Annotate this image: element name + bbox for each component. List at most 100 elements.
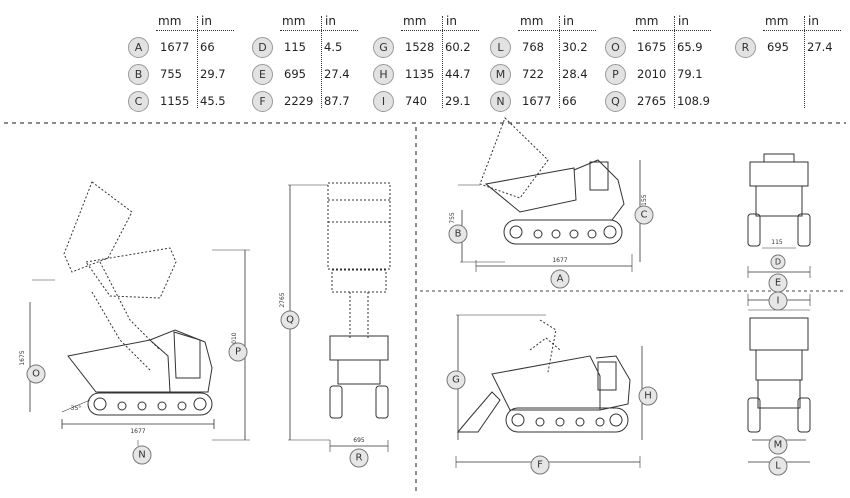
in-header: in <box>678 14 689 28</box>
dim-callout-h <box>638 386 658 406</box>
in-value: 30.2 <box>562 40 588 54</box>
in-value: 27.4 <box>807 40 833 54</box>
column-divider <box>321 16 322 108</box>
dim-callout-g <box>446 370 466 390</box>
mm-value: 740 <box>405 94 427 108</box>
dim-label-p: P <box>235 347 241 358</box>
dim-label-i: I <box>777 296 780 307</box>
dimension-letter-badge: D <box>252 37 273 58</box>
in-header: in <box>201 14 212 28</box>
dim-label-a: A <box>557 274 564 285</box>
mm-header: mm <box>403 14 427 28</box>
in-header: in <box>325 14 336 28</box>
dim-callout-q <box>280 310 300 330</box>
column-divider <box>674 16 675 108</box>
dim-label-g: G <box>452 375 460 386</box>
p-small-value: 2010 <box>231 332 238 347</box>
dim-callout-o <box>26 364 46 384</box>
o-small-value: 1675 <box>19 350 26 365</box>
mm-header: mm <box>282 14 306 28</box>
mm-value: 115 <box>284 40 306 54</box>
dimension-letter-badge: M <box>490 64 511 85</box>
mm-value: 695 <box>767 40 789 54</box>
mm-header: mm <box>158 14 182 28</box>
mm-value: 755 <box>160 67 182 81</box>
dimension-row: B 755 29.7 <box>128 64 238 86</box>
dim-label-q: Q <box>286 315 294 326</box>
dimension-row: P 2010 79.1 <box>605 64 715 86</box>
dimension-letter-badge: L <box>490 37 511 58</box>
side-view-tipping <box>458 117 641 272</box>
in-value: 45.5 <box>200 94 226 108</box>
dim-callout-p <box>228 342 248 362</box>
n-small-value: 1677 <box>130 428 145 435</box>
in-value: 28.4 <box>562 67 588 81</box>
dimension-row: O 1675 65.9 <box>605 37 715 59</box>
mm-value: 1677 <box>522 94 552 108</box>
dim-label-r: R <box>356 453 363 464</box>
dimension-row: H 1135 44.7 <box>373 64 483 86</box>
dimension-letter-badge: P <box>605 64 626 85</box>
in-value: 87.7 <box>324 94 350 108</box>
in-header: in <box>446 14 457 28</box>
b-small-value: 755 <box>449 212 456 224</box>
dimension-letter-badge: O <box>605 37 626 58</box>
in-value: 29.7 <box>200 67 226 81</box>
column-divider <box>442 16 443 108</box>
dim-label-o: O <box>32 369 40 380</box>
in-value: 44.7 <box>445 67 471 81</box>
dim-label-m: M <box>774 440 783 451</box>
header-divider <box>633 30 711 31</box>
in-value: 79.1 <box>677 67 703 81</box>
dim-callout-i <box>768 291 788 311</box>
mm-header: mm <box>520 14 544 28</box>
mm-value: 1677 <box>160 40 190 54</box>
dimension-letter-badge: I <box>373 91 394 112</box>
mm-value: 695 <box>284 67 306 81</box>
mm-value: 2229 <box>284 94 314 108</box>
header-divider <box>518 30 596 31</box>
mm-value: 2010 <box>637 67 667 81</box>
c-small-value: 1155 <box>641 194 648 209</box>
rear-view-raised <box>288 182 391 452</box>
dimension-letter-badge: H <box>373 64 394 85</box>
dim-callout-a <box>550 269 570 289</box>
header-divider <box>156 30 234 31</box>
mm-value: 1135 <box>405 67 435 81</box>
mm-value: 768 <box>522 40 544 54</box>
dim-label-e: E <box>775 278 781 289</box>
header-divider <box>280 30 358 31</box>
dim-callout-m <box>768 435 788 455</box>
r-small-value: 695 <box>353 437 365 444</box>
front-view-loader <box>747 294 811 463</box>
in-value: 65.9 <box>677 40 703 54</box>
dimension-row: I 740 29.1 <box>373 91 483 113</box>
dim-callout-r <box>349 448 369 468</box>
dim-label-b: B <box>455 229 462 240</box>
in-value: 29.1 <box>445 94 471 108</box>
side-view-loader <box>455 314 643 468</box>
mm-value: 2765 <box>637 94 667 108</box>
dimension-letter-badge: N <box>490 91 511 112</box>
dimension-letter-badge: B <box>128 64 149 85</box>
column-divider <box>559 16 560 108</box>
mm-value: 722 <box>522 67 544 81</box>
mm-value: 1528 <box>405 40 435 54</box>
mm-header: mm <box>635 14 659 28</box>
dim-callout-f <box>530 455 550 475</box>
dim-callout-l <box>768 456 788 476</box>
mm-value: 1675 <box>637 40 667 54</box>
q-small-value: 2765 <box>279 292 286 307</box>
front-view-top <box>747 153 811 278</box>
dim-label-n: N <box>138 450 145 461</box>
dim-label-h: H <box>644 391 652 402</box>
dim-label-l: L <box>775 461 781 472</box>
in-header: in <box>808 14 819 28</box>
